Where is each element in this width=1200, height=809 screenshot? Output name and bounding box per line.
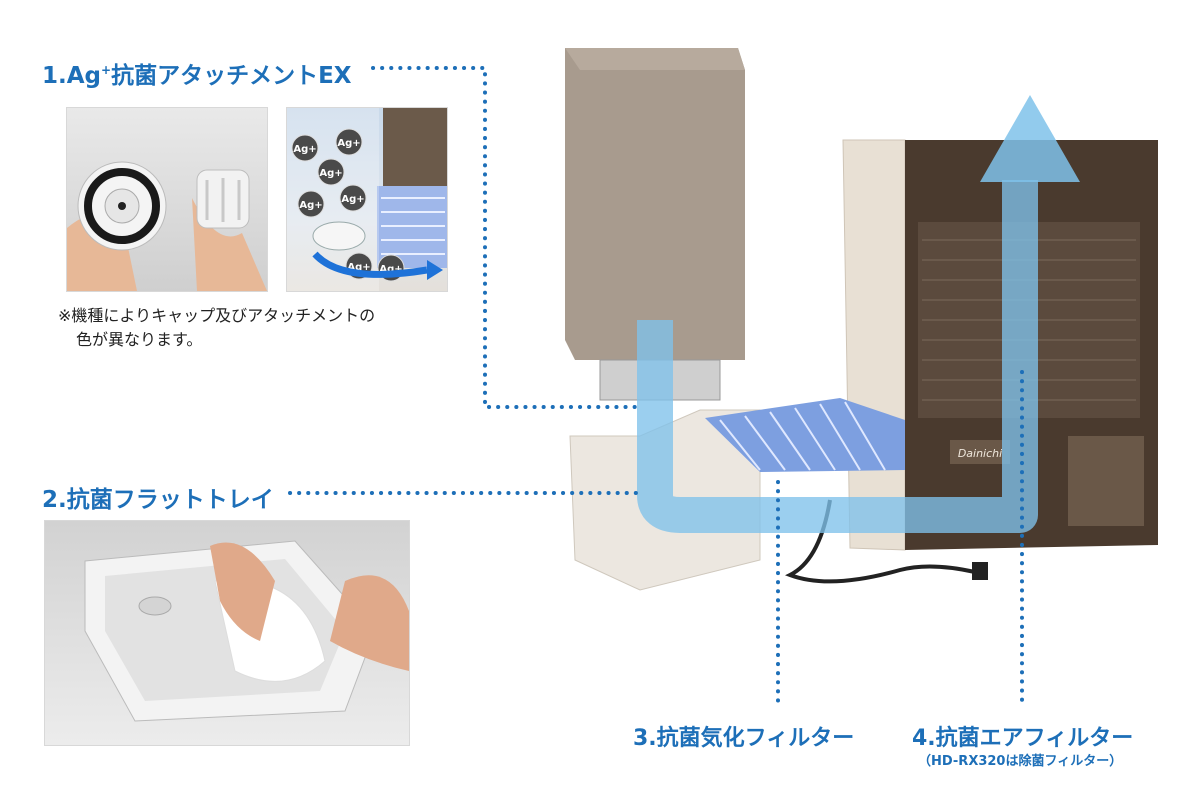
hand-right — [330, 575, 409, 671]
cap-gasket — [84, 168, 160, 244]
ion-flow-arrow — [312, 251, 428, 278]
power-cord — [785, 499, 976, 584]
label-tray: 2.抗菌フラットトレイ — [42, 487, 274, 513]
body-side — [842, 139, 906, 551]
ion-label: Ag+ — [341, 194, 364, 205]
ion-illustration-art: Ag+ Ag+ Ag+ Ag+ Ag+ Ag+ Ag+ — [287, 108, 447, 291]
ion-label: Ag+ — [319, 168, 342, 179]
ion-label: Ag+ — [337, 138, 360, 149]
water-tank — [565, 48, 745, 360]
vaporizing-filter — [705, 398, 905, 472]
ion-flow-arrowhead — [427, 260, 443, 280]
brand-plate — [950, 440, 1010, 464]
tank-top — [565, 48, 745, 70]
plug — [972, 562, 988, 580]
ion-bubble — [291, 134, 319, 162]
label-air-filter-note: （HD-RX320は除菌フィルター） — [918, 754, 1123, 769]
right-hand — [192, 198, 267, 291]
leader-lines — [288, 66, 1024, 707]
ion-label: Ag+ — [299, 200, 322, 211]
ion-label: Ag+ — [293, 144, 316, 155]
ion-bubble — [335, 128, 363, 156]
ion-label: Ag+ — [379, 264, 402, 275]
attachment-photo — [66, 107, 268, 292]
airflow-arrowhead — [980, 95, 1080, 182]
cap-hole — [118, 202, 126, 210]
tray-photo-art — [84, 540, 409, 722]
label-vaporizing-filter: 3.抗菌気化フィルター — [633, 726, 855, 751]
label-air-filter: 4.抗菌エアフィルター — [912, 726, 1134, 751]
label-attachment: 1.Ag+抗菌アタッチメントEX — [42, 63, 352, 89]
ion-group: Ag+ Ag+ Ag+ Ag+ Ag+ Ag+ Ag+ — [291, 128, 405, 282]
tray-photo — [44, 520, 410, 746]
ion-bubble — [297, 190, 325, 218]
grille-panel — [383, 108, 447, 186]
attachment-in-water — [312, 221, 366, 251]
hand-left — [210, 542, 275, 641]
ion-label: Ag+ — [347, 262, 370, 273]
ion-bubble — [317, 158, 345, 186]
color-note: ※機種によりキャップ及びアタッチメントの 色が異なります。 — [58, 306, 376, 349]
ion-illustration: Ag+ Ag+ Ag+ Ag+ Ag+ Ag+ Ag+ — [286, 107, 448, 292]
airflow-path — [637, 180, 1038, 533]
leader-attachment — [371, 66, 642, 409]
brand-text: Dainichi — [958, 447, 1002, 460]
ion-bubble — [339, 184, 367, 212]
spec-sticker — [1068, 436, 1144, 526]
attachment-photo-art — [67, 161, 267, 291]
